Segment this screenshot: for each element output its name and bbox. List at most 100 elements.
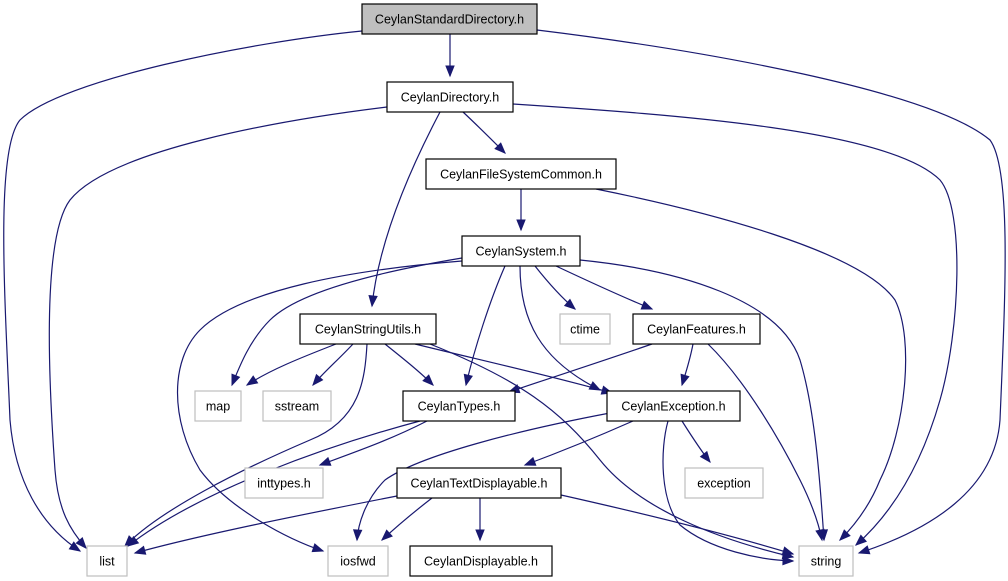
node-string-utils[interactable]: CeylanStringUtils.h [299, 313, 437, 345]
edge-standard_directory-to-list [3, 30, 363, 552]
node-iosfwd: iosfwd [327, 545, 389, 577]
edge-line [536, 29, 1006, 554]
edge-text_displayable-to-list [133, 495, 398, 555]
node-inttypes: inttypes.h [244, 467, 324, 499]
arrowhead [126, 535, 140, 547]
node-label: map [206, 400, 230, 414]
node-exception: exception [684, 467, 764, 499]
edge-line [560, 494, 794, 555]
edge-line [465, 265, 506, 386]
edge-features-to-types [507, 343, 653, 394]
node-sstream: sstream [262, 390, 332, 422]
node-displayable[interactable]: CeylanDisplayable.h [409, 545, 553, 577]
edge-standard_directory-to-string [536, 29, 1006, 555]
node-box [86, 545, 128, 577]
node-standard-directory: CeylanStandardDirectory.h [361, 3, 538, 35]
arrowhead [640, 300, 654, 310]
node-label: CeylanTypes.h [418, 400, 501, 414]
edge-string_utils-to-list [124, 343, 368, 547]
arrowhead [422, 374, 434, 386]
node-box [798, 545, 854, 577]
edge-directory-to-list [48, 106, 388, 550]
node-label: sstream [275, 400, 319, 414]
edge-fs_common-to-string [595, 188, 907, 541]
arrowhead [815, 528, 825, 542]
edge-line [519, 265, 601, 391]
edge-system-to-ctime [534, 265, 577, 310]
arrowhead [563, 298, 577, 310]
node-exception-h[interactable]: CeylanException.h [606, 390, 741, 422]
edge-system-to-features [555, 265, 654, 310]
arrowhead [368, 295, 378, 308]
edge-standard_directory-to-directory [445, 33, 455, 78]
node-label: CeylanDirectory.h [401, 91, 499, 105]
arrowhead [133, 545, 147, 555]
node-system[interactable]: CeylanSystem.h [461, 235, 581, 267]
edge-fs_common-to-system [516, 188, 526, 232]
node-directory[interactable]: CeylanDirectory.h [386, 81, 514, 113]
edge-exception_h-to-string [662, 420, 795, 566]
edge-directory-to-fs_common [462, 111, 506, 154]
arrowhead [231, 373, 241, 387]
edge-text_displayable-to-displayable [475, 498, 485, 542]
edge-line [177, 260, 463, 552]
edge-exception_h-to-exception [681, 420, 711, 464]
edge-line [414, 343, 613, 394]
arrowhead [699, 450, 711, 464]
node-box [396, 467, 562, 499]
node-features[interactable]: CeylanFeatures.h [632, 313, 761, 345]
arrowhead [782, 555, 795, 566]
node-label: ctime [570, 323, 600, 337]
node-box [386, 81, 514, 113]
edge-string_utils-to-sstream [312, 343, 354, 387]
arrowhead [352, 529, 363, 542]
node-label: exception [697, 477, 751, 491]
arrowhead [854, 534, 868, 546]
edge-line [134, 495, 398, 554]
edge-string_utils-to-string [429, 343, 795, 560]
node-box [606, 390, 741, 422]
edge-line [231, 257, 463, 386]
edge-types-to-inttypes [318, 420, 428, 466]
arrowhead [245, 375, 259, 386]
node-label: CeylanSystem.h [475, 245, 566, 259]
edge-exception_h-to-text_displayable [523, 420, 634, 466]
node-fs-common[interactable]: CeylanFileSystemCommon.h [425, 158, 617, 190]
edge-line [124, 343, 368, 547]
node-types[interactable]: CeylanTypes.h [402, 390, 516, 422]
arrowhead [381, 529, 393, 541]
edge-line [246, 343, 337, 386]
node-box [461, 235, 581, 267]
node-box [244, 467, 324, 499]
node-label: CeylanFileSystemCommon.h [440, 168, 602, 182]
edge-line [512, 103, 958, 546]
node-ctime: ctime [559, 313, 611, 345]
arrowhead [463, 373, 473, 387]
node-box [559, 313, 611, 345]
node-label: CeylanException.h [621, 400, 725, 414]
arrowhead [75, 537, 87, 550]
arrowhead [516, 219, 526, 232]
arrowhead [445, 65, 455, 78]
edge-text_displayable-to-string [560, 494, 795, 556]
edge-line [524, 420, 634, 466]
edge-line [508, 343, 653, 393]
arrowhead [312, 373, 324, 387]
nodes-layer: CeylanStandardDirectory.hCeylanDirectory… [86, 3, 854, 577]
edge-directory-to-string_utils [368, 111, 441, 308]
node-label: list [99, 555, 115, 569]
arrowhead [523, 456, 537, 466]
edge-system-to-map [231, 257, 463, 387]
arrowhead [680, 373, 690, 387]
edge-line [48, 106, 388, 549]
arrowhead [494, 142, 506, 154]
node-box [262, 390, 332, 422]
edge-line [595, 188, 907, 541]
node-label: inttypes.h [257, 477, 311, 491]
arrowhead [311, 543, 325, 553]
node-label: iosfwd [340, 555, 375, 569]
node-text-displayable[interactable]: CeylanTextDisplayable.h [396, 467, 562, 499]
edge-line [429, 343, 794, 558]
edge-line [319, 420, 428, 466]
